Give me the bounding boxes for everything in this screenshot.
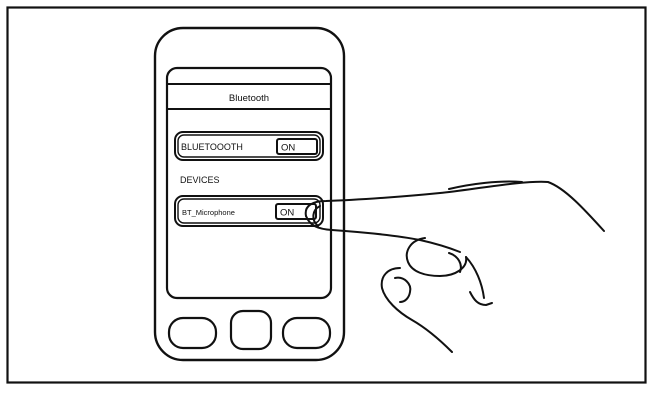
devices-header: DEVICES: [180, 175, 220, 185]
bluetooth-row-label: BLUETOOOTH: [181, 142, 243, 152]
ring-finger-edge: [470, 292, 492, 305]
hand-illustration: [306, 181, 604, 352]
phone-center-button[interactable]: [231, 311, 271, 349]
device-toggle-value: ON: [280, 208, 294, 219]
phone-right-button[interactable]: [283, 318, 330, 348]
device-row-label: BT_Microphone: [182, 208, 235, 217]
device-row-bt-microphone[interactable]: BT_Microphone ON: [175, 196, 323, 226]
phone-left-button[interactable]: [169, 318, 216, 348]
finger-top-edge: [306, 182, 604, 231]
thumb-inner: [395, 278, 410, 302]
phone: Bluetooth BLUETOOOTH ON DEVICES BT_Micro…: [155, 28, 344, 360]
bluetooth-row[interactable]: BLUETOOOTH ON: [175, 132, 323, 160]
curled-finger-knuckle: [466, 257, 484, 298]
phone-screen: Bluetooth BLUETOOOTH ON DEVICES BT_Micro…: [167, 68, 331, 298]
thumb: [382, 268, 452, 352]
screen-title: Bluetooth: [229, 93, 269, 104]
bluetooth-toggle-value: ON: [281, 143, 295, 154]
curled-finger-nail: [449, 253, 461, 272]
